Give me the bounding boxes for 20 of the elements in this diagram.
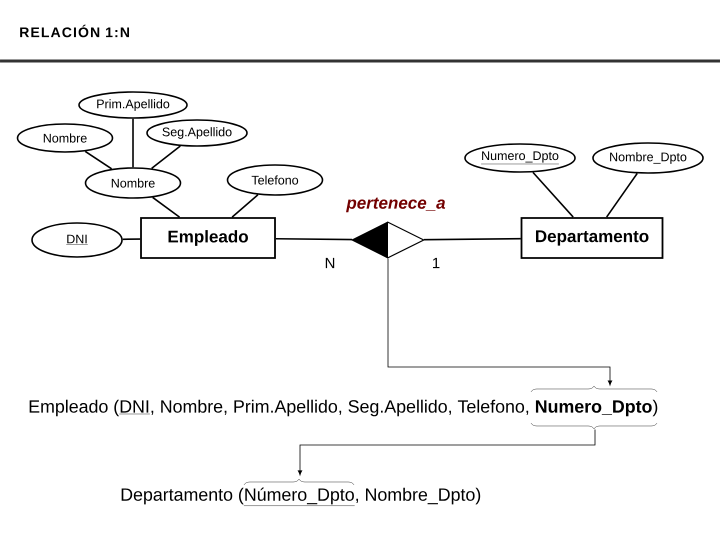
node-label: pertenece_a	[346, 198, 446, 212]
connector	[606, 173, 638, 218]
connector	[232, 194, 258, 218]
connector	[276, 238, 352, 240]
connector	[152, 196, 180, 218]
entity-box: Empleado	[140, 217, 276, 259]
connector	[151, 145, 181, 170]
connector	[122, 238, 140, 240]
relation-schema: Departamento (Número_Dpto, Nombre_Dpto)	[122, 488, 480, 506]
cardinality-label: N	[324, 256, 336, 270]
cardinality-label: 1	[430, 256, 442, 270]
connector	[424, 238, 521, 240]
connector	[84, 150, 112, 170]
connector	[298, 429, 596, 476]
entity-box: Departamento	[520, 217, 664, 259]
relation-schema: Empleado (DNI , Nombre, Prim.Apellido, Seg.Apellido, Telefono, Numero_Dpto)	[30, 400, 658, 416]
connector	[132, 118, 134, 168]
title: RELACIÓN 1:N	[20, 24, 130, 38]
connector	[388, 258, 612, 386]
connector	[532, 172, 574, 218]
